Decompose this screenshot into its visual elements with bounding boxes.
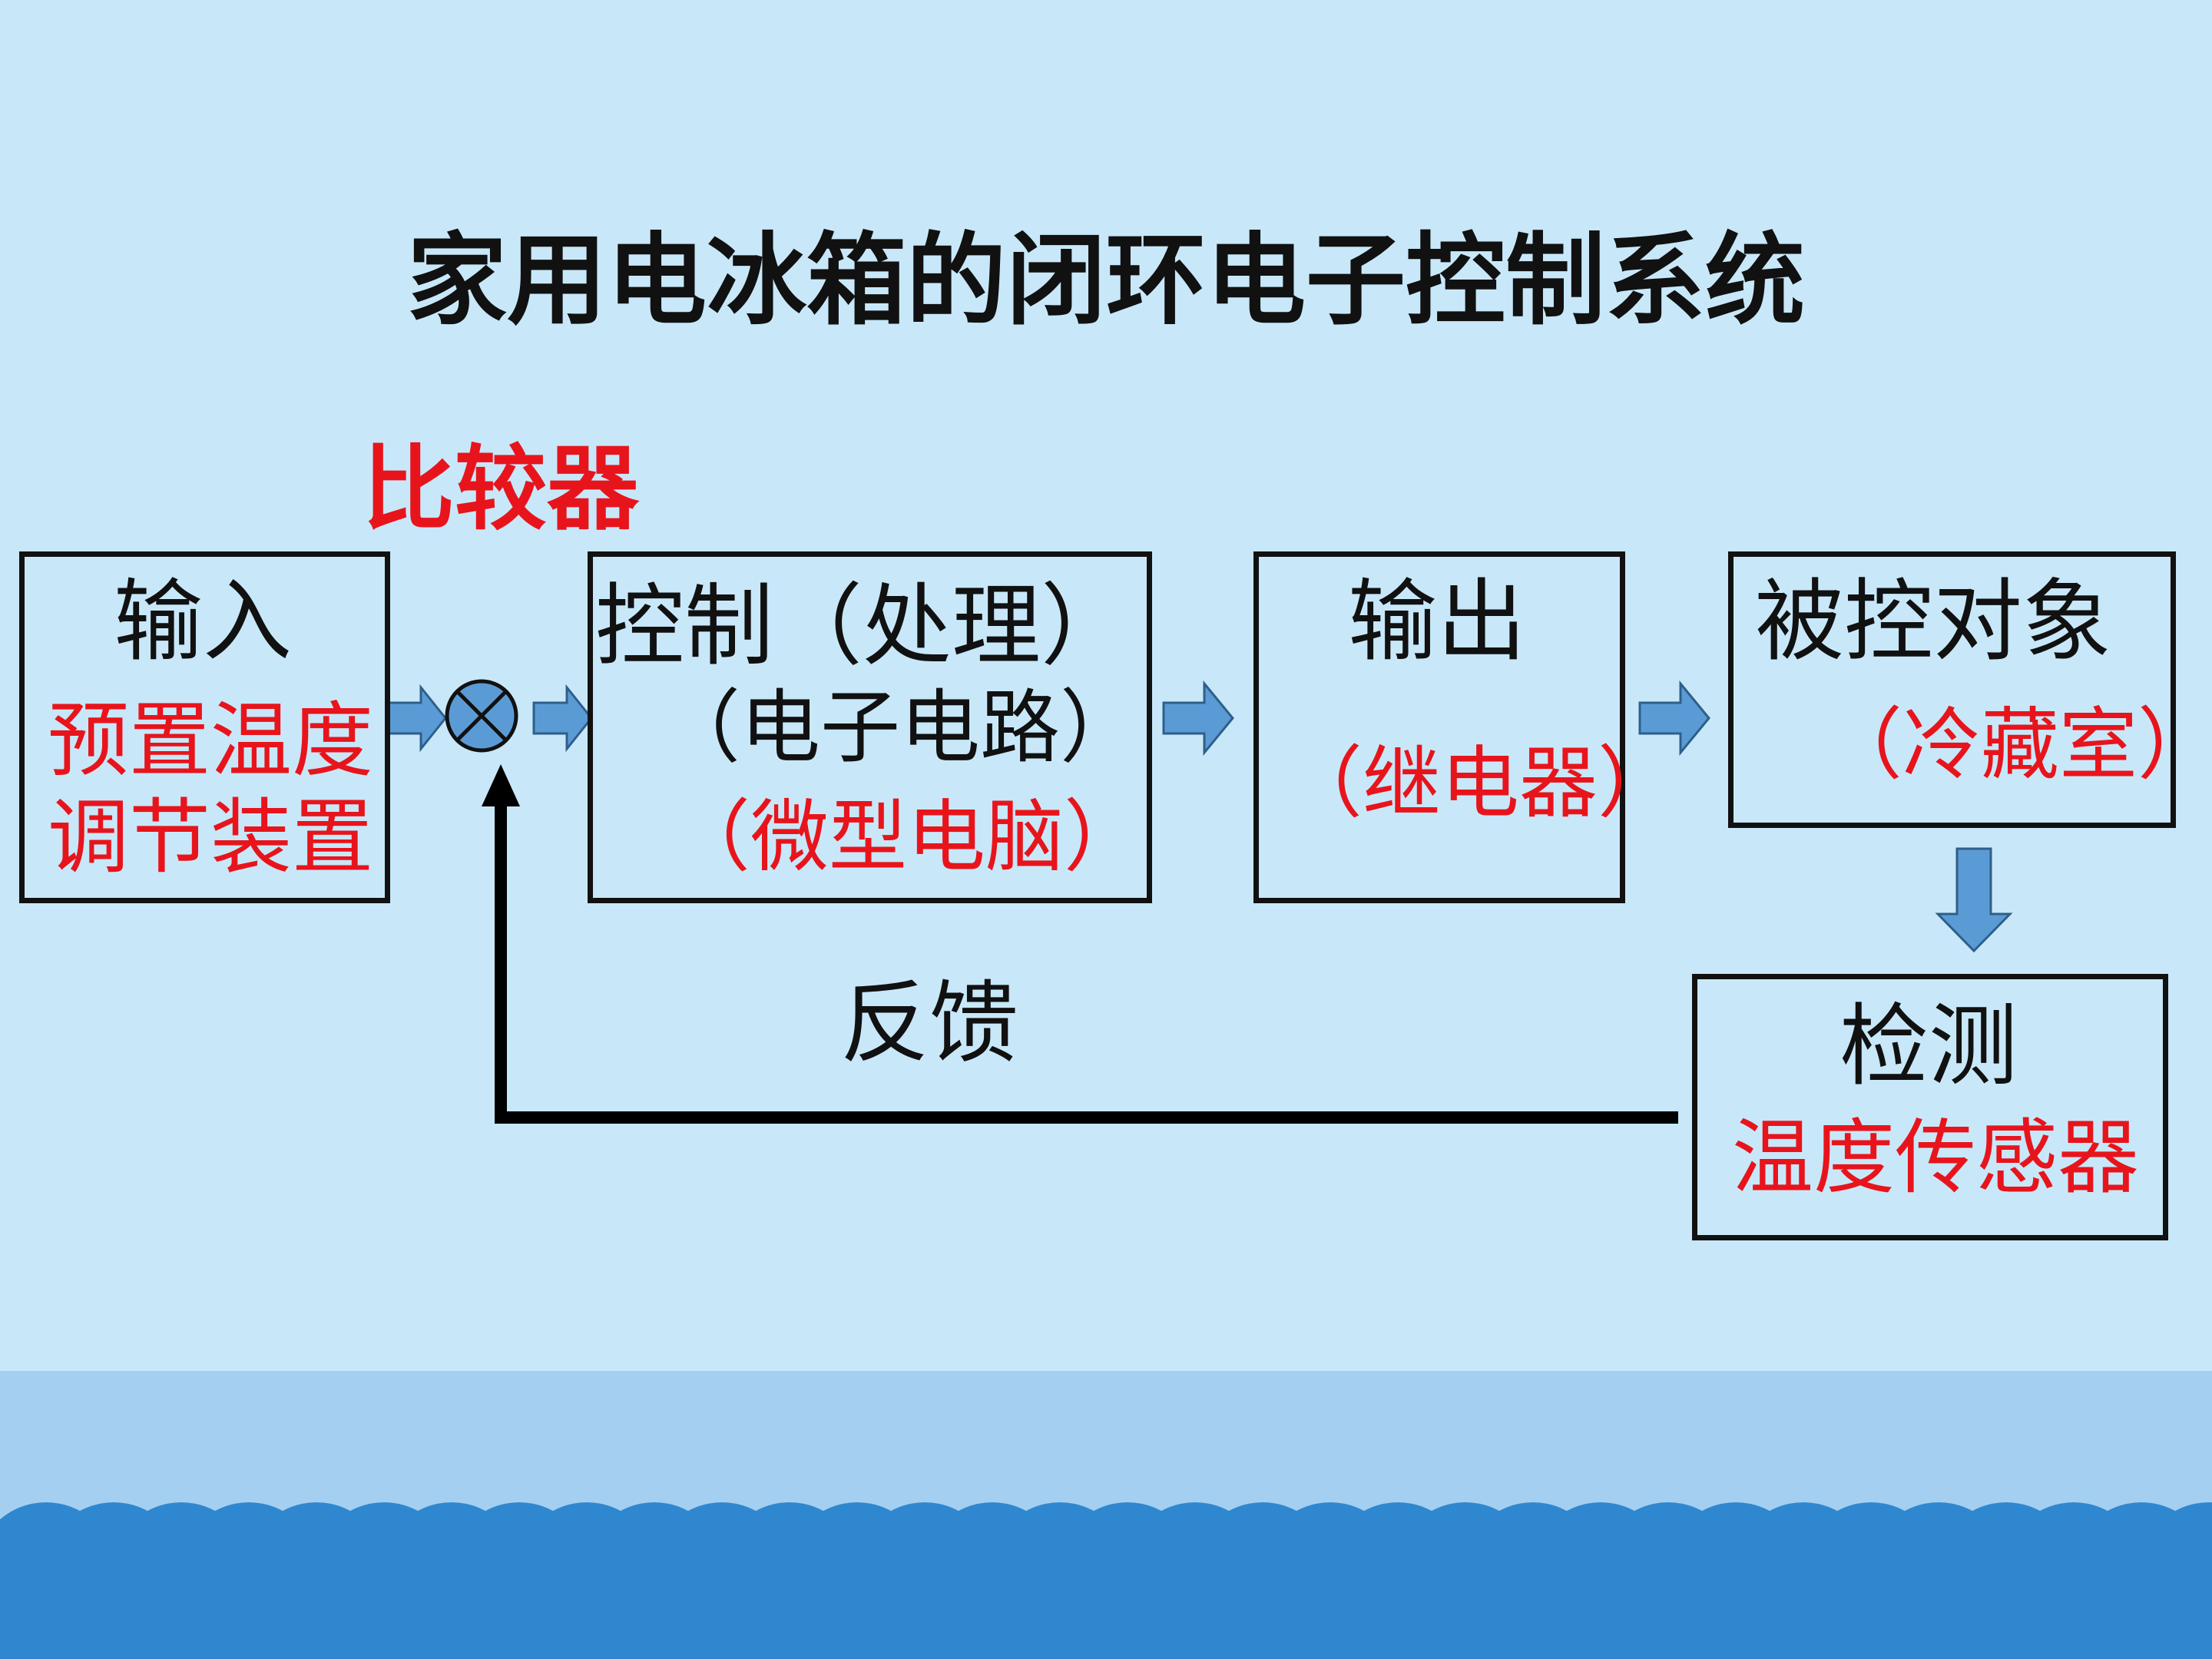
- control-label: 控制（处理）: [595, 575, 1130, 678]
- feedback-label: 反馈: [840, 972, 1018, 1075]
- page-title: 家用电冰箱的闭环电子控制系统: [406, 222, 1805, 339]
- control-detail-1: （电子电路）: [661, 680, 1141, 774]
- control-detail-2: （微型电脑）: [672, 792, 1142, 883]
- input-block: [19, 551, 390, 903]
- input-label: 输入: [114, 570, 292, 674]
- controlled-object-label: 被控对象: [1755, 570, 2111, 674]
- output-detail: （继电器）: [1284, 738, 1676, 830]
- detection-block: [1692, 974, 2168, 1240]
- arrow-control-to-output: [1162, 680, 1234, 757]
- control-block: [588, 551, 1152, 903]
- comparator-label: 比较器: [363, 436, 639, 543]
- wave-scallop: [2172, 1586, 2212, 1659]
- input-detail-1: 预置温度: [48, 694, 373, 788]
- arrow-comparator-to-control: [532, 684, 593, 753]
- output-block: [1253, 551, 1625, 903]
- detection-label: 检测: [1839, 995, 2018, 1098]
- arrow-object-to-detection: [1935, 847, 2013, 953]
- controlled-object-detail: （冷藏室）: [1824, 700, 2212, 791]
- output-label: 输出: [1348, 570, 1526, 674]
- detection-detail: 温度传感器: [1732, 1111, 2139, 1205]
- comparator-symbol: [445, 679, 518, 753]
- controlled-object-block: [1728, 551, 2176, 828]
- input-detail-2: 调节装置: [48, 790, 373, 885]
- feedback-path: [482, 764, 1678, 1124]
- arrow-output-to-object: [1638, 680, 1710, 757]
- arrow-input-to-comparator: [386, 684, 447, 753]
